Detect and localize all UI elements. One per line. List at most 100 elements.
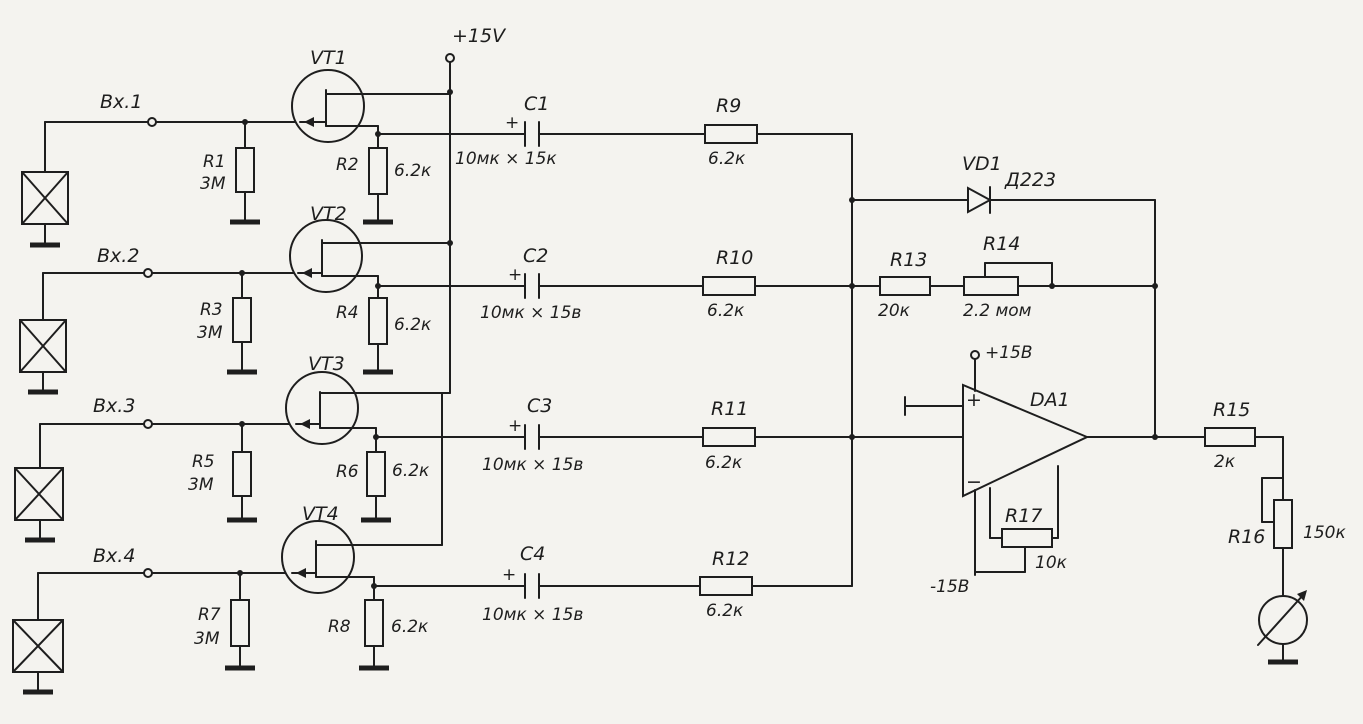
resistor-r6 [366, 451, 386, 497]
balance-network: R17 10к [974, 465, 1068, 573]
r12-name: R12 [712, 548, 749, 570]
r3-value: 3М [197, 323, 223, 343]
opamp-plus-label: + [966, 389, 982, 411]
r5-name: R5 [192, 452, 215, 472]
c1-plus: + [505, 113, 519, 133]
resistor-r3 [232, 297, 252, 343]
input-terminal-2[interactable] [143, 268, 153, 278]
transistor-vt2 [289, 219, 363, 293]
c2-name: C2 [523, 245, 548, 267]
resistor-r1 [235, 147, 255, 193]
opamp-da1: + − DA1 +15В -15В [904, 343, 1206, 597]
r16-name: R16 [1228, 526, 1265, 548]
r15-value: 2к [1214, 452, 1236, 472]
r6-value: 6.2к [392, 461, 430, 481]
r14-name: R14 [983, 233, 1020, 255]
r4-name: R4 [336, 303, 359, 323]
c2-value: 10мк × 15в [480, 303, 581, 323]
r15-name: R15 [1213, 399, 1250, 421]
supply-label: +15V [452, 25, 507, 47]
resistor-r2 [368, 147, 388, 195]
input-label-1: Вх.1 [100, 91, 142, 113]
input-label-3: Вх.3 [93, 395, 135, 417]
resistor-r13 [879, 276, 931, 296]
resistor-r10 [702, 276, 756, 296]
resistor-r4 [368, 297, 388, 345]
r7-value: 3М [194, 629, 220, 649]
r16-value: 150к [1303, 523, 1346, 543]
opamp-pos-terminal [970, 350, 980, 360]
r4-value: 6.2к [394, 315, 432, 335]
c3-plus: + [508, 416, 522, 436]
c1-value: 10мк × 15к [455, 149, 557, 169]
r3-name: R3 [200, 300, 223, 320]
c1-name: C1 [524, 93, 549, 115]
r11-name: R11 [711, 398, 748, 420]
r6-name: R6 [336, 462, 359, 482]
r11-value: 6.2к [705, 453, 743, 473]
r5-value: 3М [188, 475, 214, 495]
supply-terminal [445, 53, 455, 63]
channel-4: Вх.4 R7 3М VT4 R8 6.2к + C4 10мк × 15в R… [12, 503, 853, 695]
transistor-vt1 [291, 69, 365, 143]
opamp-name: DA1 [1030, 389, 1070, 411]
r9-name: R9 [716, 95, 741, 117]
r17-value: 10к [1035, 553, 1068, 573]
c4-name: C4 [520, 543, 545, 565]
r1-name: R1 [203, 152, 226, 172]
r9-value: 6.2к [708, 149, 746, 169]
vt2-label: VT2 [310, 203, 347, 225]
r1-value: 3М [200, 174, 226, 194]
resistor-r12 [699, 576, 753, 596]
output-stage: R15 2к R16 150к [1204, 399, 1346, 665]
c3-name: C3 [527, 395, 552, 417]
potentiometer-r14[interactable] [963, 276, 1019, 296]
diode-vd1: VD1 Д223 [851, 153, 1156, 214]
summing-bus [849, 133, 855, 587]
r8-name: R8 [328, 617, 351, 637]
r14-value: 2.2 мом [963, 301, 1032, 321]
transistor-vt3 [285, 371, 359, 445]
c4-plus: + [502, 565, 516, 585]
opamp-neg-supply: -15В [930, 577, 969, 597]
resistor-r15 [1204, 427, 1256, 447]
feedback-network: R13 20к R14 2.2 мом [851, 199, 1158, 438]
channel-2: Вх.2 R3 3М VT2 R4 6.2к + C2 10мк × 15в R… [19, 203, 881, 395]
opamp-pos-supply: +15В [985, 343, 1033, 363]
resistor-r7 [230, 599, 250, 647]
input-terminal-3[interactable] [143, 419, 153, 429]
r12-value: 6.2к [706, 601, 744, 621]
opamp-minus-label: − [966, 471, 982, 493]
vt4-label: VT4 [302, 503, 339, 525]
channel-1: Вх.1 R1 3М VT1 R2 6.2к + C1 10мк [21, 47, 853, 248]
r2-name: R2 [336, 155, 359, 175]
r7-name: R7 [198, 605, 221, 625]
channel-3: Вх.3 R5 3М VT3 R6 6.2к + C3 10мк × 15в R… [14, 353, 966, 543]
resistor-r8 [364, 599, 384, 647]
r10-name: R10 [716, 247, 753, 269]
transistor-vt4 [281, 520, 355, 594]
input-terminal-1[interactable] [147, 117, 157, 127]
vd1-name: VD1 [962, 153, 1002, 175]
resistor-r9 [704, 124, 758, 144]
c2-plus: + [508, 265, 522, 285]
r8-value: 6.2к [391, 617, 429, 637]
c4-value: 10мк × 15в [482, 605, 583, 625]
vt1-label: VT1 [310, 47, 347, 69]
r17-name: R17 [1005, 505, 1042, 527]
input-terminal-4[interactable] [143, 568, 153, 578]
r13-value: 20к [878, 301, 911, 321]
potentiometer-r17[interactable] [1001, 528, 1053, 548]
resistor-r5 [232, 451, 252, 497]
input-label-2: Вх.2 [97, 245, 139, 267]
vd1-value: Д223 [1004, 169, 1056, 191]
c3-value: 10мк × 15в [482, 455, 583, 475]
vt3-label: VT3 [308, 353, 345, 375]
r2-value: 6.2к [394, 161, 432, 181]
potentiometer-r16[interactable] [1273, 499, 1293, 549]
r13-name: R13 [890, 249, 927, 271]
r10-value: 6.2к [707, 301, 745, 321]
resistor-r11 [702, 427, 756, 447]
input-label-4: Вх.4 [93, 545, 135, 567]
